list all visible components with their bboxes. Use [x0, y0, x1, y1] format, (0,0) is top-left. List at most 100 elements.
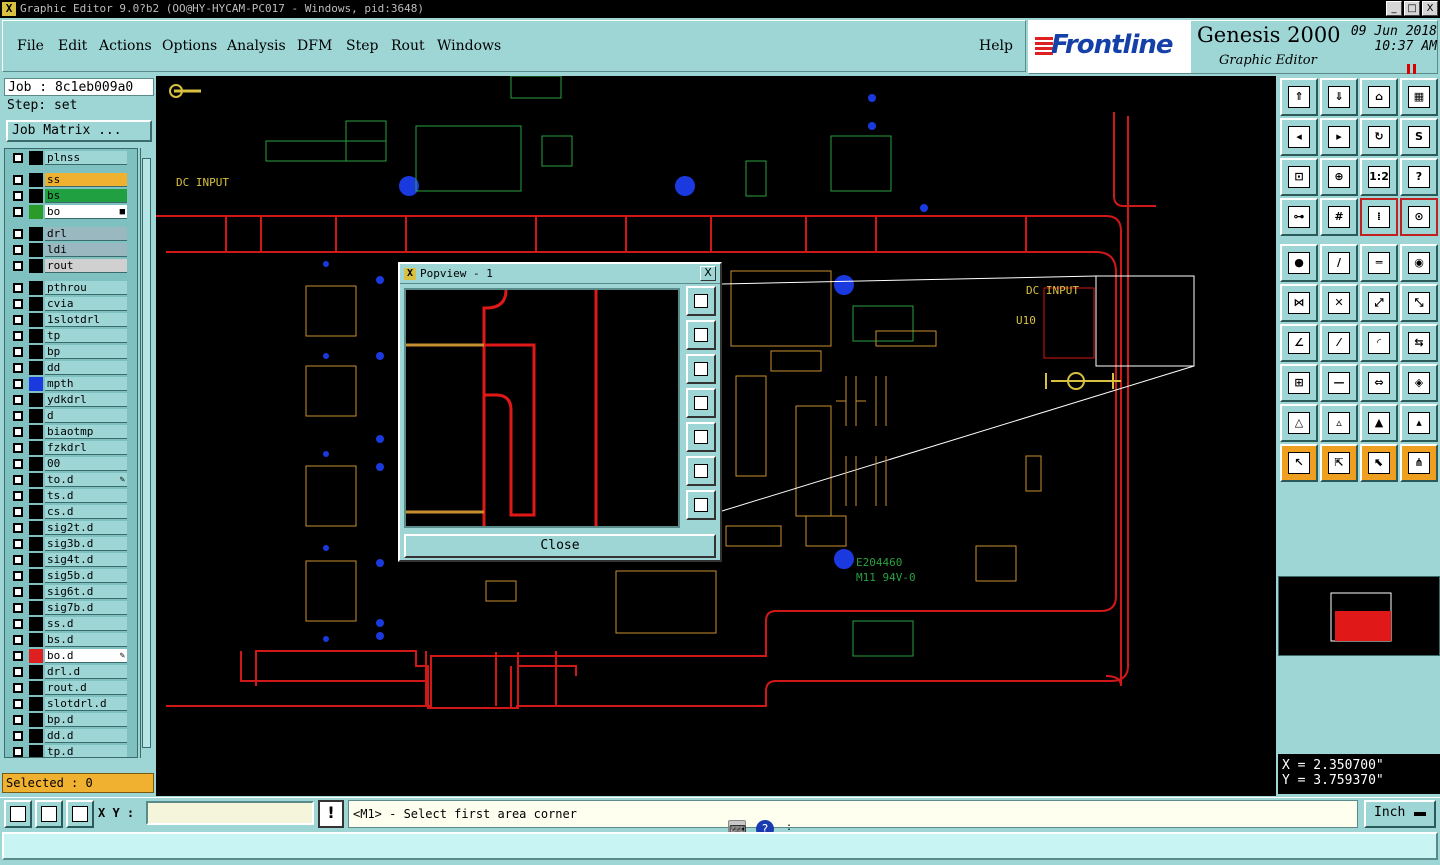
layer-row[interactable]: d [7, 409, 135, 423]
popview-close-button[interactable]: Close [404, 534, 716, 558]
layer-row[interactable]: sig7b.d [7, 601, 135, 615]
layer-row[interactable]: slotdrl.d [7, 697, 135, 711]
layer-row[interactable]: cvia [7, 297, 135, 311]
menu-analysis[interactable]: Analysis [227, 38, 286, 54]
angle-button[interactable]: ∠ [1280, 324, 1318, 362]
layer-row[interactable]: sig3b.d [7, 537, 135, 551]
layer-row[interactable]: 1slotdrl [7, 313, 135, 327]
layer-checkbox[interactable] [13, 651, 23, 661]
menu-file[interactable]: File [17, 38, 44, 54]
layer-row[interactable]: bp [7, 345, 135, 359]
layer-checkbox[interactable] [13, 347, 23, 357]
triangle-outline-button[interactable]: ▵ [1320, 404, 1358, 442]
move-button[interactable]: ⤢ [1360, 284, 1398, 322]
job-matrix-button[interactable]: Job Matrix ... [6, 120, 152, 142]
layer-row[interactable]: bp.d [7, 713, 135, 727]
layer-row[interactable]: tp.d [7, 745, 135, 757]
pv-zoom-out-button[interactable] [686, 490, 716, 520]
layer-checkbox[interactable] [13, 153, 23, 163]
scrollbar-thumb[interactable] [142, 158, 151, 748]
layer-row[interactable]: sig2t.d [7, 521, 135, 535]
triangle-button[interactable]: △ [1280, 404, 1318, 442]
layer-checkbox[interactable] [13, 261, 23, 271]
layer-row[interactable]: ss.d [7, 617, 135, 631]
layer-row[interactable]: ss [7, 173, 135, 187]
net-button[interactable]: ⋈ [1280, 284, 1318, 322]
layer-checkbox[interactable] [13, 245, 23, 255]
page-up-button[interactable]: ⇑ [1280, 78, 1318, 116]
layer-row[interactable]: pthrou [7, 281, 135, 295]
layer-checkbox[interactable] [13, 379, 23, 389]
layer-row[interactable]: sig6t.d [7, 585, 135, 599]
minimize-button[interactable]: _ [1386, 1, 1402, 16]
layer-checkbox[interactable] [13, 523, 23, 533]
layer-row[interactable]: drl [7, 227, 135, 241]
menu-rout[interactable]: Rout [391, 38, 425, 54]
layer-row[interactable]: dd.d [7, 729, 135, 743]
layer-checkbox[interactable] [13, 363, 23, 373]
layer-checkbox[interactable] [13, 555, 23, 565]
popview-canvas[interactable] [404, 288, 680, 528]
layer-checkbox[interactable] [13, 619, 23, 629]
pause-icon[interactable] [1407, 59, 1419, 74]
layer-row[interactable]: rout [7, 259, 135, 273]
layer-scrollbar[interactable] [140, 148, 152, 758]
layer-row[interactable]: mpth [7, 377, 135, 391]
layer-checkbox[interactable] [13, 667, 23, 677]
menu-actions[interactable]: Actions [99, 38, 152, 54]
triangle-edge-button[interactable]: ▴ [1400, 404, 1438, 442]
surface-button[interactable]: ◈ [1400, 364, 1438, 402]
line-button[interactable]: — [1320, 364, 1358, 402]
scale-button[interactable]: 1:2 [1360, 158, 1398, 196]
close-window-button[interactable]: X [1422, 1, 1438, 16]
split-view-button[interactable]: ▦ [1400, 78, 1438, 116]
pv-pan-up-button[interactable] [686, 320, 716, 350]
pan-left-button[interactable]: ◂ [1280, 118, 1318, 156]
layer-checkbox[interactable] [13, 603, 23, 613]
menu-options[interactable]: Options [162, 38, 218, 54]
layer-row[interactable]: sig4t.d [7, 553, 135, 567]
layer-checkbox[interactable] [13, 331, 23, 341]
select-point-button[interactable]: ● [1280, 244, 1318, 282]
menu-dfm[interactable]: DFM [297, 38, 333, 54]
layer-row[interactable]: bs.d [7, 633, 135, 647]
grid-button[interactable]: # [1320, 198, 1358, 236]
resize-button[interactable]: ⇔ [1360, 364, 1398, 402]
pv-zoom-in-button[interactable] [686, 456, 716, 486]
flip-button[interactable]: ⇆ [1400, 324, 1438, 362]
layer-checkbox[interactable] [13, 683, 23, 693]
menu-windows[interactable]: Windows [437, 38, 502, 54]
home-button[interactable]: ⌂ [1360, 78, 1398, 116]
layer-checkbox[interactable] [13, 459, 23, 469]
line-draw-button[interactable]: ∕ [1320, 244, 1358, 282]
measure-button[interactable]: ⊙ [1400, 198, 1438, 236]
copy-button[interactable]: ⤡ [1400, 284, 1438, 322]
layer-row[interactable]: dd [7, 361, 135, 375]
mirror-button[interactable]: S [1400, 118, 1438, 156]
pad-button[interactable]: ◉ [1400, 244, 1438, 282]
arc-button[interactable]: ◜ [1360, 324, 1398, 362]
layer-row[interactable]: biaotmp [7, 425, 135, 439]
layer-checkbox[interactable] [13, 731, 23, 741]
layer-row[interactable]: ldi [7, 243, 135, 257]
layer-row[interactable]: ydkdrl [7, 393, 135, 407]
xy-input[interactable] [146, 801, 314, 825]
layer-checkbox[interactable] [13, 635, 23, 645]
page-down-button[interactable]: ⇓ [1320, 78, 1358, 116]
help-button[interactable]: ? [1400, 158, 1438, 196]
break-button[interactable] [35, 800, 63, 828]
pointer-button[interactable]: ↖ [1280, 444, 1318, 482]
graphic-canvas[interactable]: DC INPUT U10 DC INPUT E204460 M11 94V-0 [156, 76, 1276, 796]
delete-button[interactable]: ✕ [1320, 284, 1358, 322]
layer-checkbox[interactable] [13, 411, 23, 421]
layer-checkbox[interactable] [13, 507, 23, 517]
pointer-net-button[interactable]: ⋔ [1400, 444, 1438, 482]
layer-checkbox[interactable] [13, 427, 23, 437]
alert-button[interactable]: ! [318, 800, 344, 828]
unit-selector[interactable]: Inch [1364, 800, 1436, 828]
pv-pan-left-button[interactable] [686, 388, 716, 418]
menu-help[interactable]: Help [979, 38, 1013, 54]
menu-step[interactable]: Step [346, 38, 379, 54]
grid-snap-button[interactable] [66, 800, 94, 828]
layer-row[interactable]: 00 [7, 457, 135, 471]
